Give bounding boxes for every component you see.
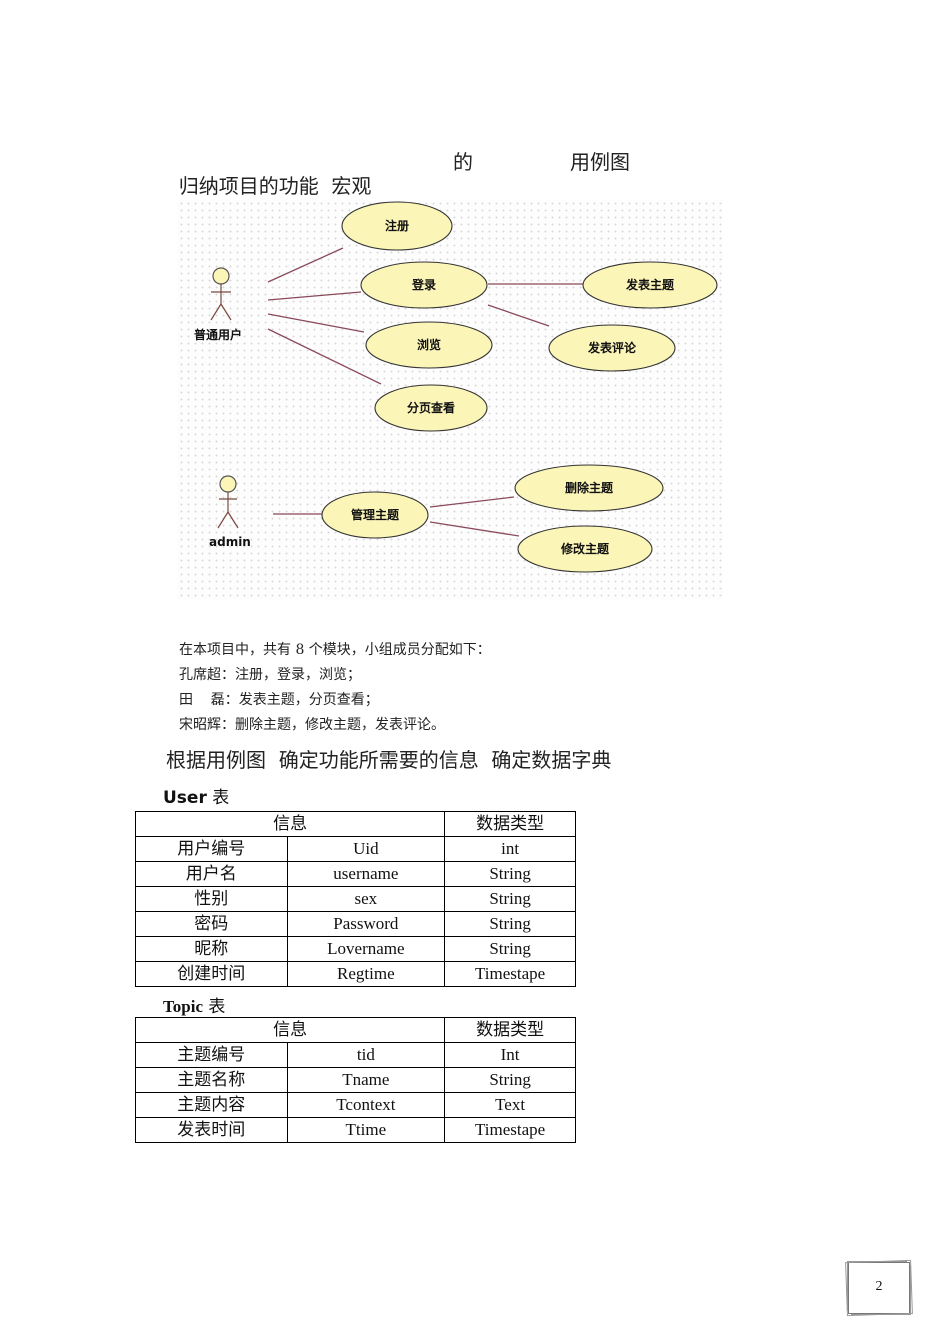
use-case-login-label: 登录 — [411, 277, 436, 292]
use-case-diagram: 普通用户 admin 注册 登录 浏览 分页查看 发表主题 — [178, 200, 723, 600]
actor-regular-user-icon — [210, 267, 232, 321]
cell-field: Uid — [286, 836, 446, 862]
table-row: 昵称 Lovername String — [135, 936, 576, 962]
cell-field: Regtime — [286, 961, 446, 987]
table-header-row: 信息 数据类型 — [134, 811, 576, 837]
use-case-manage-topic — [321, 491, 429, 539]
table-row: 发表时间 Ttime Timestape — [135, 1117, 576, 1143]
cell-label: 创建时间 — [135, 961, 288, 987]
cell-label: 用户名 — [135, 861, 288, 887]
cell-type: String — [444, 861, 576, 887]
paragraph-line: 在本项目中，共有 8 个模块，小组成员分配如下： — [179, 642, 491, 658]
paragraph-line: 孔席超：注册，登录，浏览； — [179, 667, 361, 683]
association-lines — [267, 247, 583, 537]
use-case-paging — [374, 384, 488, 432]
use-case-delete-topic — [514, 464, 664, 512]
user-table-title-suffix: 表 — [206, 788, 230, 808]
header-info: 信息 — [134, 1017, 446, 1043]
cell-label: 主题编号 — [135, 1042, 288, 1068]
use-case-edit-topic-label: 修改主题 — [560, 541, 610, 556]
use-case-post-topic-label: 发表主题 — [625, 277, 675, 292]
use-case-browse-label: 浏览 — [417, 337, 441, 352]
page-number-box: 2 — [845, 1259, 913, 1317]
topic-table-title-bold: Topic — [163, 997, 204, 1016]
cell-label: 性别 — [135, 886, 288, 912]
use-case-paging-label: 分页查看 — [407, 400, 455, 415]
use-case-post-comment — [548, 324, 676, 372]
use-case-browse — [365, 321, 493, 369]
user-table-title-bold: User — [163, 788, 207, 808]
cell-field: Tcontext — [286, 1092, 446, 1118]
table-row: 主题名称 Tname String — [135, 1067, 576, 1093]
cell-type: int — [444, 836, 576, 862]
cell-label: 主题名称 — [135, 1067, 288, 1093]
cell-type: Int — [444, 1042, 576, 1068]
use-case-register — [341, 201, 453, 251]
paragraph-line: 宋昭辉：删除主题，修改主题，发表评论。 — [179, 717, 445, 733]
header-info: 信息 — [134, 811, 446, 837]
heading-use-case-title: 归纳项目的功能 宏观 — [166, 146, 372, 199]
cell-type: String — [444, 911, 576, 937]
cell-field: Ttime — [286, 1117, 446, 1143]
cell-label: 昵称 — [135, 936, 288, 962]
cell-type: Timestape — [444, 961, 576, 987]
use-case-delete-topic-label: 删除主题 — [565, 480, 614, 495]
table-row: 主题编号 tid Int — [135, 1042, 576, 1068]
use-case-edit-topic — [517, 525, 653, 573]
cell-field: sex — [286, 886, 446, 912]
cell-label: 主题内容 — [135, 1092, 288, 1118]
use-case-post-comment-label: 发表评论 — [587, 340, 637, 355]
table-row: 主题内容 Tcontext Text — [135, 1092, 576, 1118]
user-table-title: User 表 — [163, 783, 229, 808]
topic-table: 信息 数据类型 主题编号 tid Int 主题名称 Tname String 主… — [134, 1017, 576, 1143]
heading-part-2: 的 — [453, 150, 473, 174]
cell-type: Timestape — [444, 1117, 576, 1143]
table-row: 用户编号 Uid int — [135, 836, 576, 862]
cell-label: 发表时间 — [135, 1117, 288, 1143]
topic-table-title-suffix: 表 — [203, 997, 226, 1017]
table-header-row: 信息 数据类型 — [134, 1017, 576, 1043]
cell-type: Text — [444, 1092, 576, 1118]
page-number: 2 — [875, 1279, 883, 1294]
actor-admin-icon — [217, 475, 239, 529]
user-table: 信息 数据类型 用户编号 Uid int 用户名 username String… — [134, 811, 576, 987]
topic-table-title: Topic 表 — [163, 992, 225, 1017]
paragraph-line: 田 磊：发表主题，分页查看； — [179, 692, 379, 708]
cell-label: 密码 — [135, 911, 288, 937]
use-case-manage-topic-label: 管理主题 — [351, 507, 400, 522]
actor-admin-label: admin — [209, 535, 251, 549]
cell-field: Lovername — [286, 936, 446, 962]
table-row: 用户名 username String — [135, 861, 576, 887]
cell-type: String — [444, 886, 576, 912]
header-type: 数据类型 — [444, 811, 576, 837]
use-case-register-label: 注册 — [385, 218, 409, 233]
cell-field: tid — [286, 1042, 446, 1068]
heading-part-3: 用例图 — [570, 150, 630, 174]
cell-label: 用户编号 — [135, 836, 288, 862]
cell-type: String — [444, 1067, 576, 1093]
heading-part-1: 归纳项目的功能 宏观 — [178, 174, 372, 198]
module-assignment-paragraph: 在本项目中，共有 8 个模块，小组成员分配如下： 孔席超：注册，登录，浏览； 田… — [179, 638, 491, 738]
cell-field: Password — [286, 911, 446, 937]
heading-data-dictionary: 根据用例图 确定功能所需要的信息 确定数据字典 — [166, 748, 612, 772]
use-case-post-topic — [582, 261, 718, 309]
cell-type: String — [444, 936, 576, 962]
use-case-login — [360, 261, 488, 309]
table-row: 密码 Password String — [135, 911, 576, 937]
header-type: 数据类型 — [444, 1017, 576, 1043]
table-row: 性别 sex String — [135, 886, 576, 912]
cell-field: username — [286, 861, 446, 887]
cell-field: Tname — [286, 1067, 446, 1093]
table-row: 创建时间 Regtime Timestape — [135, 961, 576, 987]
actor-regular-user-label: 普通用户 — [194, 327, 242, 342]
